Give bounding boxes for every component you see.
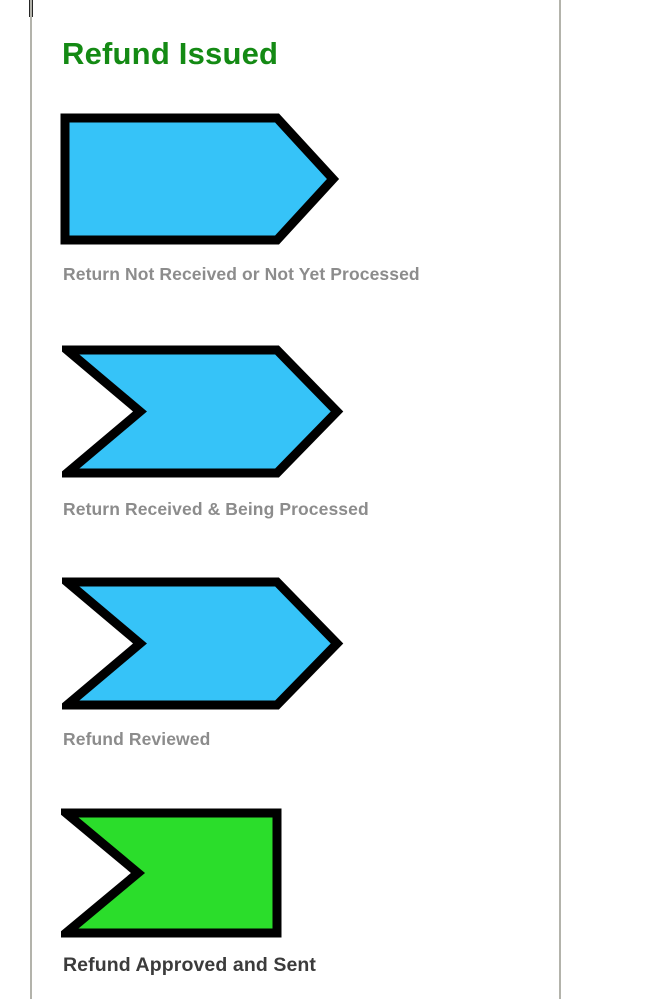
right-border-line: [559, 0, 561, 999]
step-4-label: Refund Approved and Sent: [63, 954, 317, 976]
step-2-label: Return Received & Being Processed: [63, 499, 369, 519]
step-3-chevron-polygon: [62, 577, 344, 710]
step-3-label: Refund Reviewed: [63, 729, 211, 749]
step-shape-flag-end-icon: [61, 808, 282, 938]
step-1-arrow-polygon: [60, 113, 340, 245]
left-border-line: [30, 0, 32, 999]
page-title: Refund Issued: [62, 35, 279, 71]
step-shape-chevron-arrow-icon: [62, 345, 344, 478]
step-1-label: Return Not Received or Not Yet Processed: [63, 264, 420, 284]
step-shape-pentagon-arrow-icon: [60, 113, 340, 245]
step-4-flag-polygon: [61, 808, 282, 938]
step-2-chevron-polygon: [62, 345, 344, 478]
step-shape-chevron-arrow-icon: [62, 577, 344, 710]
